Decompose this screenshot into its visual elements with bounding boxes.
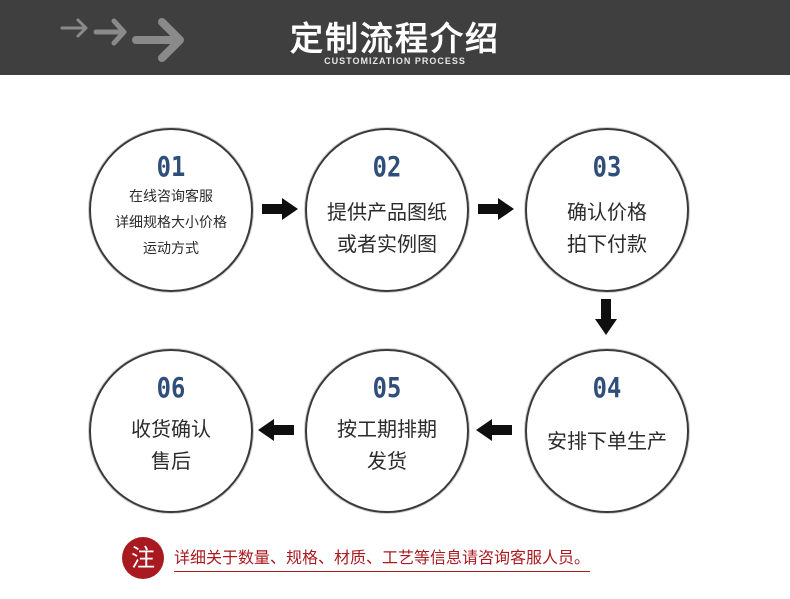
step-circle-05: 05 按工期排期 发货 — [305, 349, 469, 513]
step-circle-02: 02 提供产品图纸 或者实例图 — [305, 128, 469, 292]
notice-text: 详细关于数量、规格、材质、工艺等信息请咨询客服人员。 — [174, 548, 591, 572]
step-line: 提供产品图纸 — [327, 200, 447, 224]
step-description: 按工期排期 发货 — [313, 413, 461, 477]
page-subtitle: CUSTOMIZATION PROCESS — [324, 56, 466, 66]
step-number: 05 — [372, 371, 402, 404]
arrow-right-icon — [262, 198, 298, 220]
arrow-down-icon — [595, 299, 617, 335]
step-line: 收货确认 — [131, 417, 211, 441]
step-circle-04: 04 安排下单生产 — [525, 349, 689, 513]
step-circle-01: 01 在线咨询客服 详细规格大小价格 运动方式 — [89, 128, 253, 292]
step-number: 02 — [372, 150, 402, 183]
step-line: 拍下付款 — [567, 232, 647, 256]
step-number: 03 — [592, 150, 622, 183]
step-description: 确认价格 拍下付款 — [533, 196, 681, 260]
step-description: 提供产品图纸 或者实例图 — [313, 196, 461, 260]
arrow-left-icon — [258, 419, 294, 441]
step-line: 确认价格 — [567, 200, 647, 224]
page-title: 定制流程介绍 — [290, 19, 500, 58]
step-circle-03: 03 确认价格 拍下付款 — [525, 128, 689, 292]
arrow-right-icon — [478, 198, 514, 220]
step-line: 详细规格大小价格 — [115, 215, 227, 231]
step-description: 在线咨询客服 详细规格大小价格 运动方式 — [97, 184, 245, 262]
decorative-arrows-icon — [60, 18, 184, 62]
step-number: 06 — [156, 371, 186, 404]
step-line: 安排下单生产 — [547, 429, 667, 453]
step-line: 或者实例图 — [337, 232, 437, 256]
step-line: 在线咨询客服 — [129, 189, 213, 205]
step-number: 04 — [592, 371, 622, 404]
step-line: 运动方式 — [143, 241, 199, 257]
step-circle-06: 06 收货确认 售后 — [89, 349, 253, 513]
step-line: 发货 — [367, 449, 407, 473]
header-banner: 定制流程介绍 CUSTOMIZATION PROCESS — [0, 0, 790, 75]
step-line: 按工期排期 — [337, 417, 437, 441]
step-line: 售后 — [151, 449, 191, 473]
step-number: 01 — [156, 150, 186, 183]
arrow-left-icon — [476, 419, 512, 441]
step-description: 收货确认 售后 — [97, 413, 245, 477]
step-description: 安排下单生产 — [533, 425, 681, 457]
notice-badge: 注 — [122, 537, 164, 579]
